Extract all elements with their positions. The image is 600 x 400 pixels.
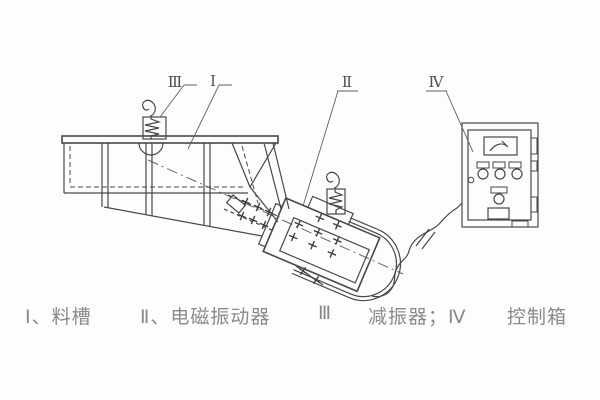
knob-4 (493, 193, 505, 205)
vibrator-coil-plate (278, 216, 371, 284)
part-label-I: Ⅰ (187, 72, 232, 150)
bolt-mark (286, 230, 300, 244)
cable-break-icon (415, 228, 436, 250)
coupling-block (225, 194, 247, 214)
hinge-1 (530, 137, 538, 155)
label-control-box: Ⅳ (429, 73, 445, 91)
indicator-lamp (467, 176, 475, 184)
trough-bottom-diagonal (103, 206, 263, 237)
bolt-mark (325, 246, 339, 261)
panel-switch (487, 207, 510, 220)
panel-label-1 (476, 161, 490, 169)
control-box-drawing (461, 122, 539, 228)
meter-needle (489, 140, 509, 152)
vibrator-casing (262, 196, 381, 293)
trough-post-1 (101, 143, 109, 208)
trough-spout (249, 186, 279, 223)
bolt-mark (305, 238, 320, 252)
part-label-IV: Ⅳ (426, 73, 474, 153)
control-box-panel (467, 129, 532, 221)
caption-damper: 减振器；Ⅳ (368, 307, 467, 328)
panel-label-4 (490, 186, 508, 194)
knob-3 (511, 168, 523, 180)
hinge-2 (530, 160, 538, 172)
caption-damper-num: Ⅲ (318, 303, 333, 324)
power-cable (371, 202, 463, 298)
caption-controlbox: 控制箱 (507, 307, 568, 328)
spring-coil-2 (328, 187, 344, 214)
vibrator-cover-outer (291, 217, 401, 302)
leader-line-damper (159, 84, 197, 118)
caption-trough: Ⅰ、料槽 (25, 307, 92, 328)
knob-2 (494, 168, 506, 180)
leader-line-trough (187, 84, 232, 150)
panel-label-2 (492, 161, 506, 169)
knob-1 (477, 168, 489, 180)
vibrator-anchor-bolts (295, 264, 324, 287)
vibrator-bracket (307, 195, 354, 226)
meter-gauge (483, 136, 518, 156)
hook-icon (142, 99, 156, 117)
trough-rim (61, 135, 279, 144)
control-box-body (461, 122, 539, 228)
trough-drawing (61, 135, 290, 237)
trough-inner-dashed (69, 146, 246, 188)
panel-label-3 (508, 161, 522, 169)
caption-vibrator: Ⅱ、电磁振动器 (140, 307, 271, 328)
leader-line-control-box (426, 90, 474, 153)
hanger-eye-arc (138, 142, 164, 156)
part-label-III: Ⅲ (159, 73, 197, 118)
label-damper: Ⅲ (168, 73, 182, 91)
part-label-II: Ⅱ (302, 73, 358, 207)
spring-box-1 (142, 116, 167, 140)
hinge-3 (530, 196, 538, 213)
damper-spring-2 (326, 171, 346, 215)
hook-icon (326, 171, 340, 189)
vibrator-drawing (257, 195, 401, 302)
trough-post-3 (203, 143, 211, 226)
spring-coil-1 (144, 115, 162, 139)
centerline-dashed (147, 159, 404, 275)
label-trough: Ⅰ (210, 72, 216, 90)
cable-path (371, 202, 463, 298)
damper-spring-1 (142, 99, 167, 140)
label-vibrator: Ⅱ (342, 73, 352, 91)
vibrator-cover-inner (293, 220, 398, 298)
box-foot (511, 220, 529, 228)
leader-line-vibrator (302, 90, 358, 207)
